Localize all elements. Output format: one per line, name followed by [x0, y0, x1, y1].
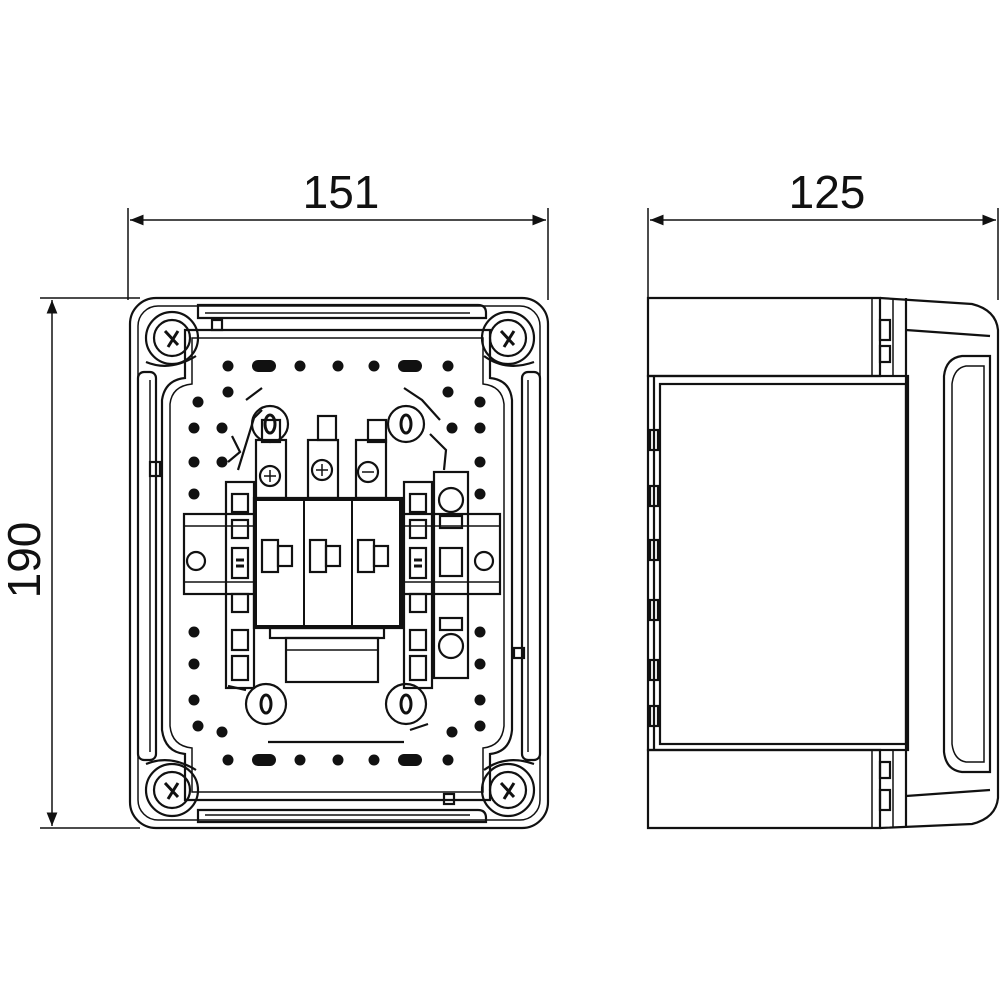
dimension-width-side: 125	[647, 166, 999, 300]
dimension-label-151: 151	[303, 166, 380, 218]
busbar-terminals	[254, 414, 388, 500]
mounting-hole	[216, 422, 228, 434]
mounting-hole	[216, 456, 228, 468]
latch-marks	[148, 318, 526, 806]
switch-pole	[308, 538, 342, 574]
mounting-hole	[368, 754, 380, 766]
mounting-hole	[188, 456, 200, 468]
mounting-hole	[192, 720, 204, 732]
mounting-hole	[442, 360, 454, 372]
mounting-slot	[252, 754, 276, 766]
mounting-hole	[188, 422, 200, 434]
mounting-slot	[398, 754, 422, 766]
side-notches	[648, 318, 892, 812]
mounting-hole	[216, 726, 228, 738]
corner-screw-icon	[144, 310, 200, 367]
mounting-hole	[474, 488, 486, 500]
dimension-label-125: 125	[789, 166, 866, 218]
mounting-hole	[332, 754, 344, 766]
mounting-hole	[474, 720, 486, 732]
mounting-hole	[368, 360, 380, 372]
mounting-hole	[442, 386, 454, 398]
mounting-hole	[474, 422, 486, 434]
mounting-hole	[222, 386, 234, 398]
mounting-slot	[398, 360, 422, 372]
corner-screws	[144, 310, 536, 818]
terminal-block-right	[402, 480, 434, 690]
switch-pole	[356, 538, 390, 574]
mounting-hole	[294, 754, 306, 766]
dimension-label-190: 190	[0, 522, 50, 599]
mounting-hole	[294, 360, 306, 372]
corner-screw-icon	[144, 759, 200, 818]
mounting-hole	[474, 626, 486, 638]
mounting-hole	[446, 422, 458, 434]
mounting-hole	[188, 488, 200, 500]
switch-block	[252, 414, 404, 684]
cable-entries	[244, 404, 428, 726]
internal-wiring	[227, 387, 448, 744]
mounting-slot	[252, 360, 276, 372]
mounting-hole	[446, 726, 458, 738]
mounting-hole	[332, 360, 344, 372]
dimension-height: 190	[0, 297, 140, 829]
corner-screw-icon	[480, 759, 536, 818]
mounting-hole	[474, 396, 486, 408]
corner-screw-icon	[480, 310, 536, 367]
mounting-hole	[192, 396, 204, 408]
side-view-enclosure	[646, 296, 1000, 830]
mounting-hole	[188, 626, 200, 638]
switch-pole	[260, 538, 294, 574]
mounting-hole	[188, 694, 200, 706]
terminal-block-earth	[432, 470, 470, 680]
mounting-hole	[222, 360, 234, 372]
mounting-hole	[474, 456, 486, 468]
mounting-hole	[474, 658, 486, 670]
mounting-holes	[188, 360, 486, 766]
mounting-hole	[442, 754, 454, 766]
mounting-hole	[222, 754, 234, 766]
dimension-width-front: 151	[127, 166, 549, 300]
mounting-hole	[474, 694, 486, 706]
mounting-hole	[188, 658, 200, 670]
